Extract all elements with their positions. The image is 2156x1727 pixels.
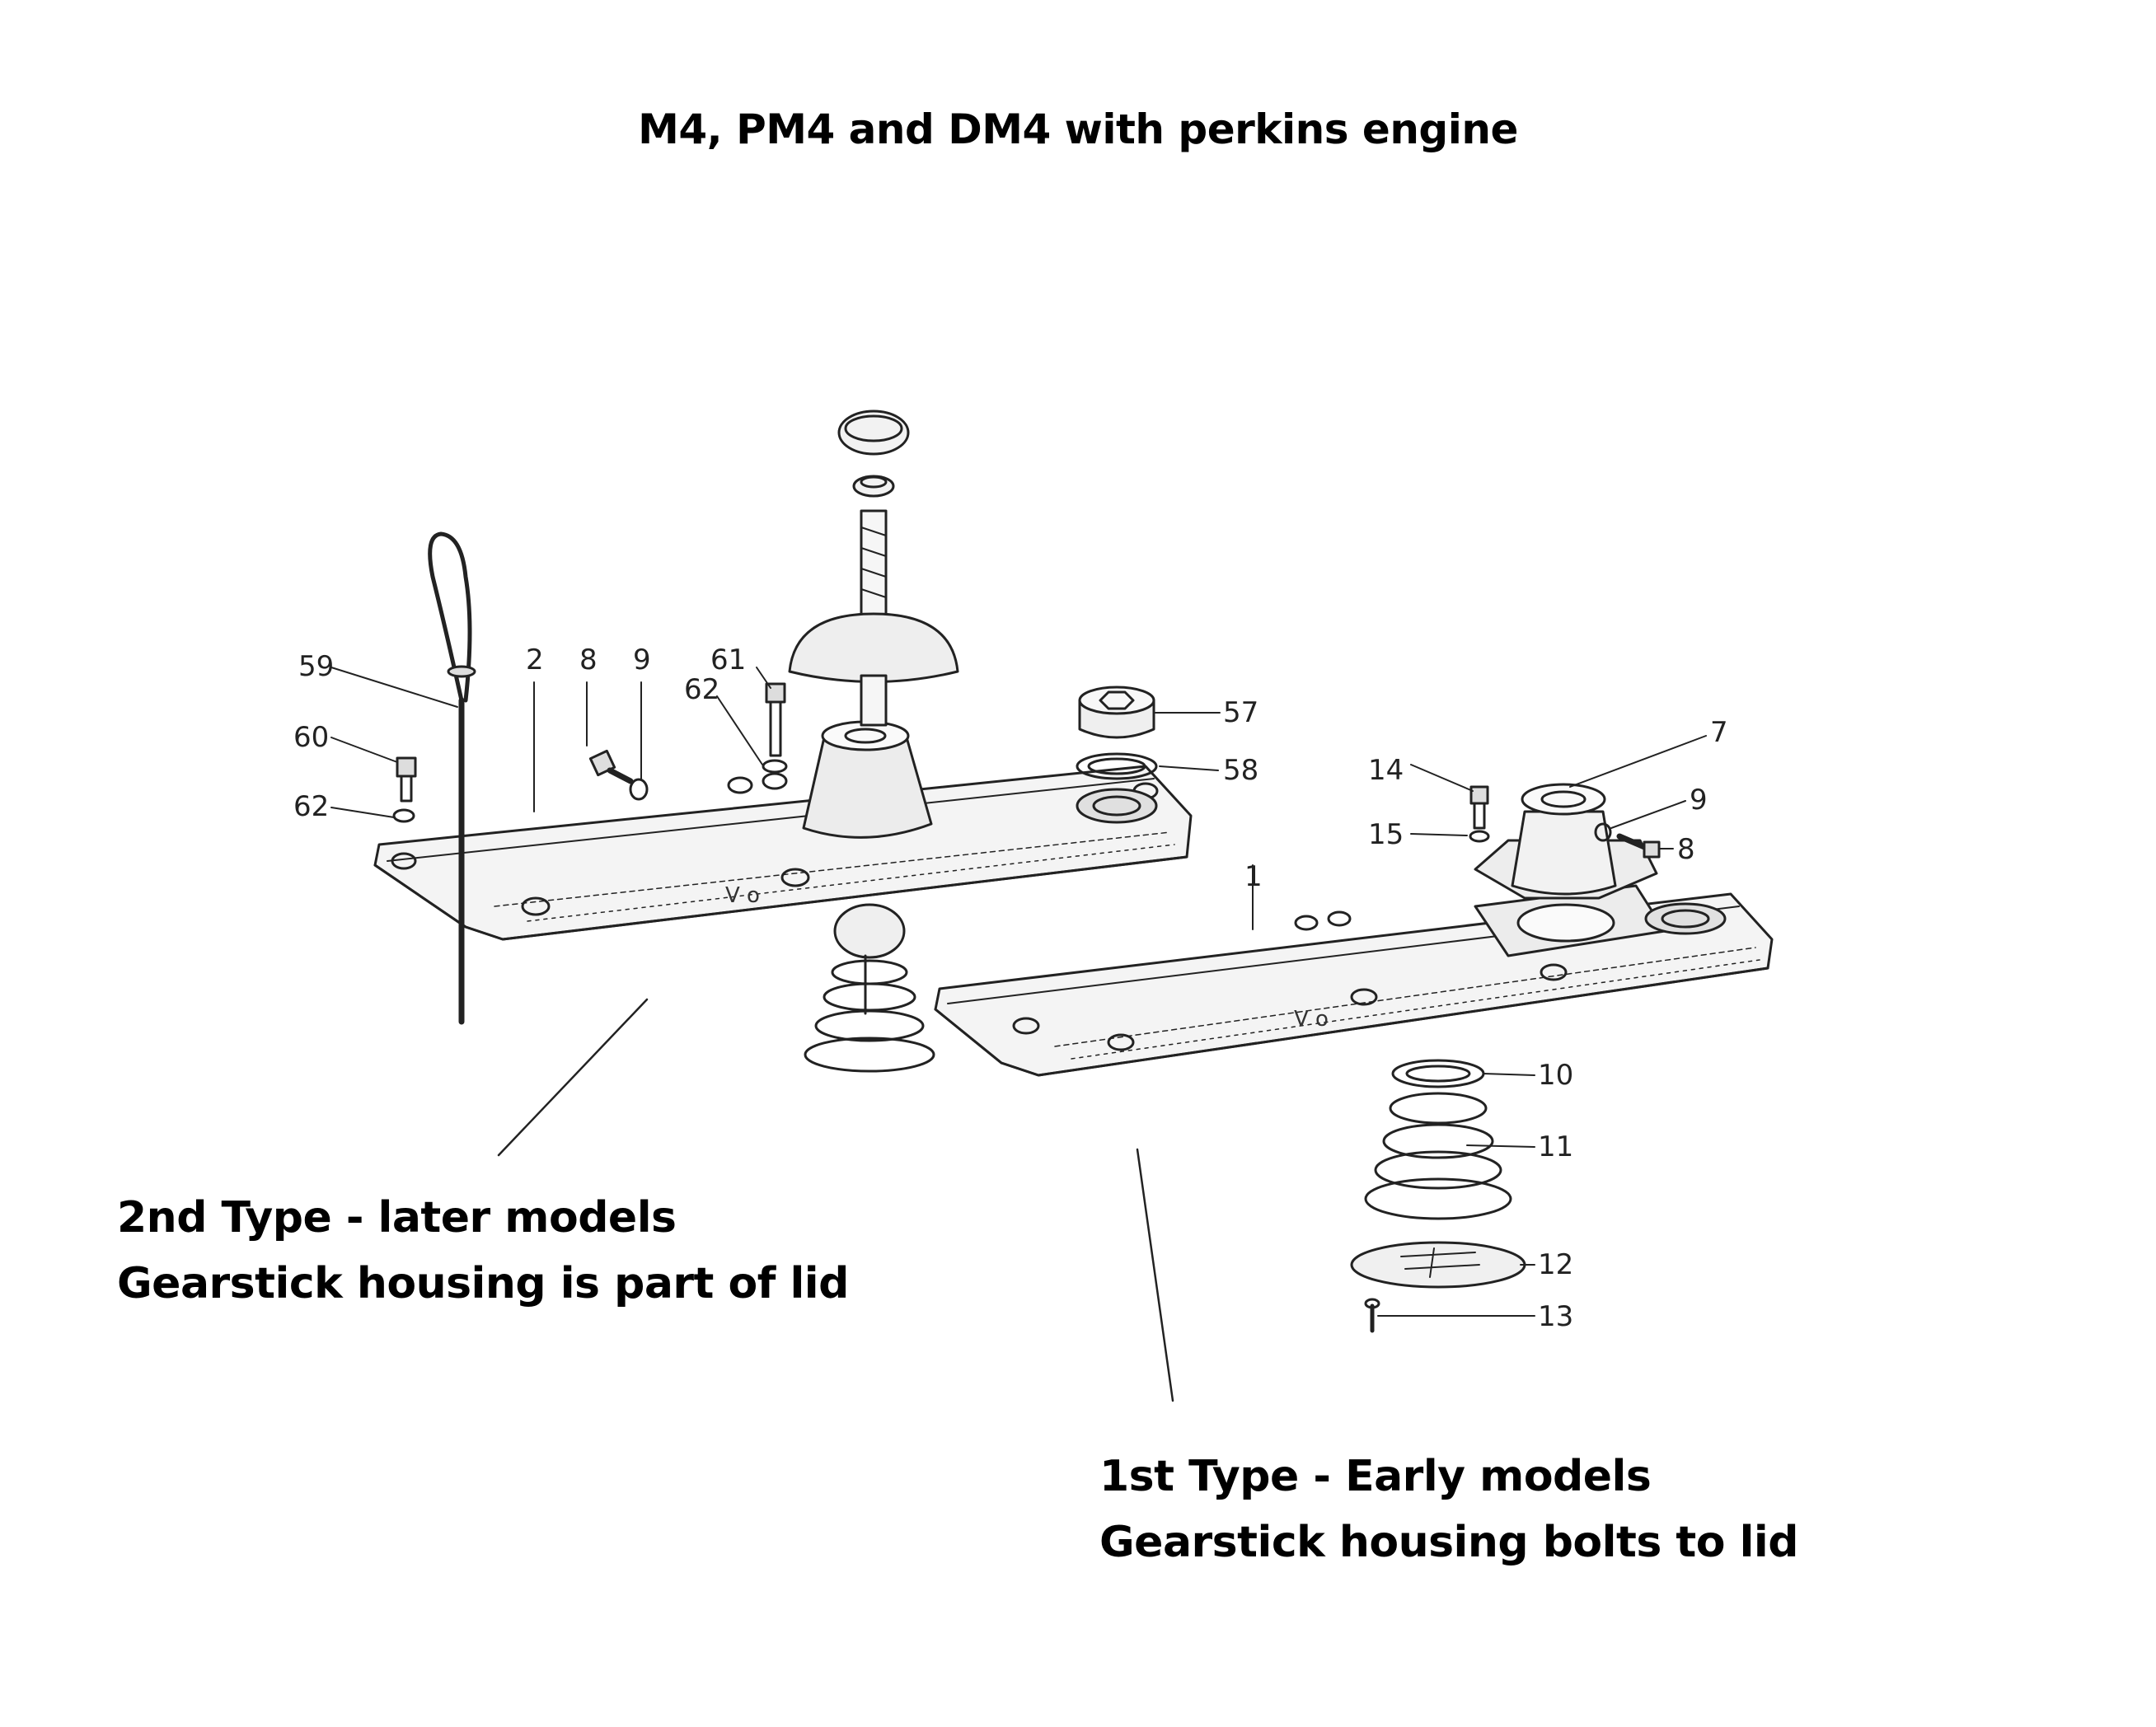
part-label-10: 10 [1538,1059,1573,1092]
lid-first-type: V o [934,884,1774,1077]
part-label-8a: 8 [579,644,598,676]
part-label-14: 14 [1368,754,1404,787]
leader-lines [330,667,1707,1402]
gearstick-housing-separate [1474,783,1658,900]
part-label-60: 60 [293,721,329,754]
bolts-right [1469,785,1661,859]
part-label-8b: 8 [1677,833,1695,866]
caption-first-type: 1st Type - Early models Gearstick housin… [1099,1444,1798,1575]
caption-first-type-line1: 1st Type - Early models [1099,1452,1652,1501]
part-label-58: 58 [1223,754,1258,787]
part-label-12: 12 [1538,1248,1573,1281]
caption-second-type-line2: Gearstick housing is part of lid [117,1259,849,1308]
bolts-left [392,682,788,823]
part-label-59: 59 [298,650,334,683]
part-label-61: 61 [710,644,746,676]
part-label-57: 57 [1223,696,1258,729]
caption-second-type-line1: 2nd Type - later models [117,1193,677,1243]
part-label-13: 13 [1538,1300,1573,1333]
part-label-1: 1 [1244,860,1263,893]
part-label-15: 15 [1368,818,1404,851]
dipstick [428,531,476,1025]
spring-and-plate [1350,1059,1526,1333]
caption-second-type: 2nd Type - later models Gearstick housin… [117,1185,849,1317]
part-label-2: 2 [526,644,544,676]
part-label-11: 11 [1538,1130,1573,1163]
diagram-title: M4, PM4 and DM4 with perkins engine [638,105,1518,153]
part-label-7: 7 [1710,716,1728,749]
filler-plug [1076,686,1158,780]
caption-first-type-line2: Gearstick housing bolts to lid [1099,1518,1798,1567]
lid-second-type: V o [373,765,1193,941]
part-label-9b: 9 [1690,784,1708,817]
gearstick-housing-integral [802,720,933,839]
svg-text:V o: V o [725,883,760,908]
part-label-62a: 62 [293,790,329,823]
part-label-9a: 9 [633,644,651,676]
gear-lever-assembly [788,410,959,1073]
part-label-62b: 62 [684,673,719,706]
svg-text:V o: V o [1294,1007,1329,1032]
part-numbers: 59 60 62 2 8 9 61 62 57 58 14 15 7 9 8 1… [293,644,1728,1333]
